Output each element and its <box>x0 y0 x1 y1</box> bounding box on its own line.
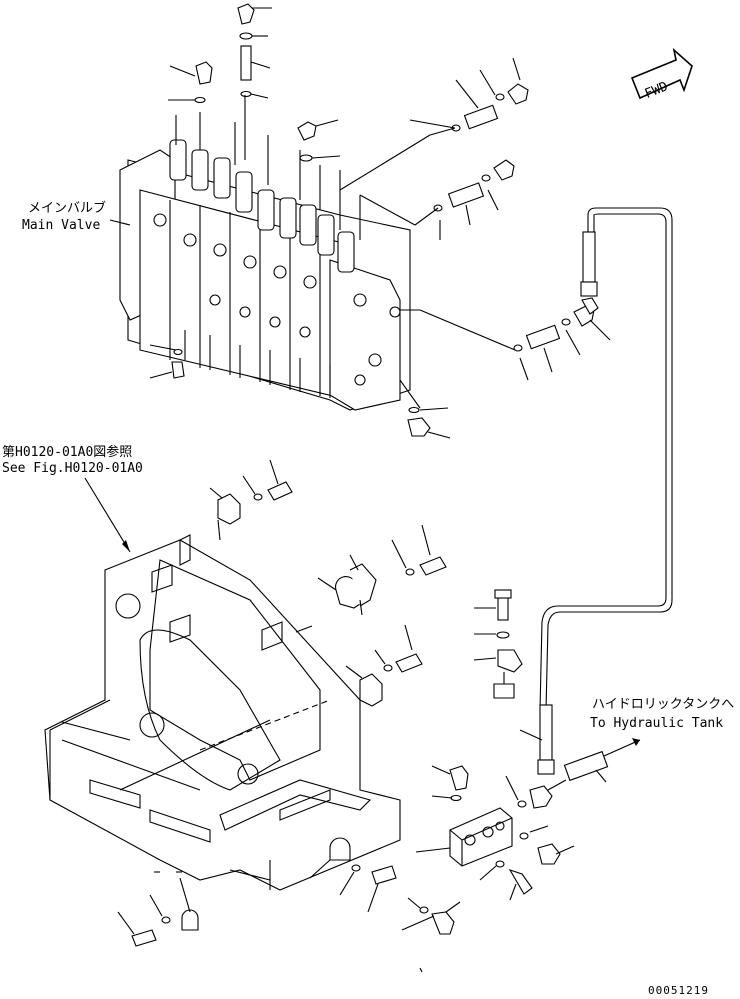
main-valve-assembly <box>119 95 411 411</box>
ref-label-jp: 第H0120-01A0図参照 <box>2 444 132 460</box>
clamp-bolts <box>117 459 523 947</box>
ref-label-en: See Fig.H0120-01A0 <box>2 461 143 476</box>
drawing-number: 00051219 <box>648 984 709 997</box>
right-fittings <box>339 57 611 381</box>
fwd-arrow-icon: FWD <box>630 47 693 102</box>
tank-label-en: To Hydraulic Tank <box>590 716 723 731</box>
top-fittings <box>168 3 341 162</box>
return-hose <box>537 207 673 775</box>
main-valve-label-en: Main Valve <box>22 218 100 233</box>
tank-label-jp: ハイドロリックタンクへ <box>592 697 734 712</box>
valve-bracket-frame <box>44 534 401 891</box>
fwd-label: FWD <box>643 79 671 102</box>
main-valve-label-jp: メインバルブ <box>28 200 106 216</box>
distribution-block <box>401 729 641 973</box>
lower-valve-fittings <box>149 344 451 439</box>
